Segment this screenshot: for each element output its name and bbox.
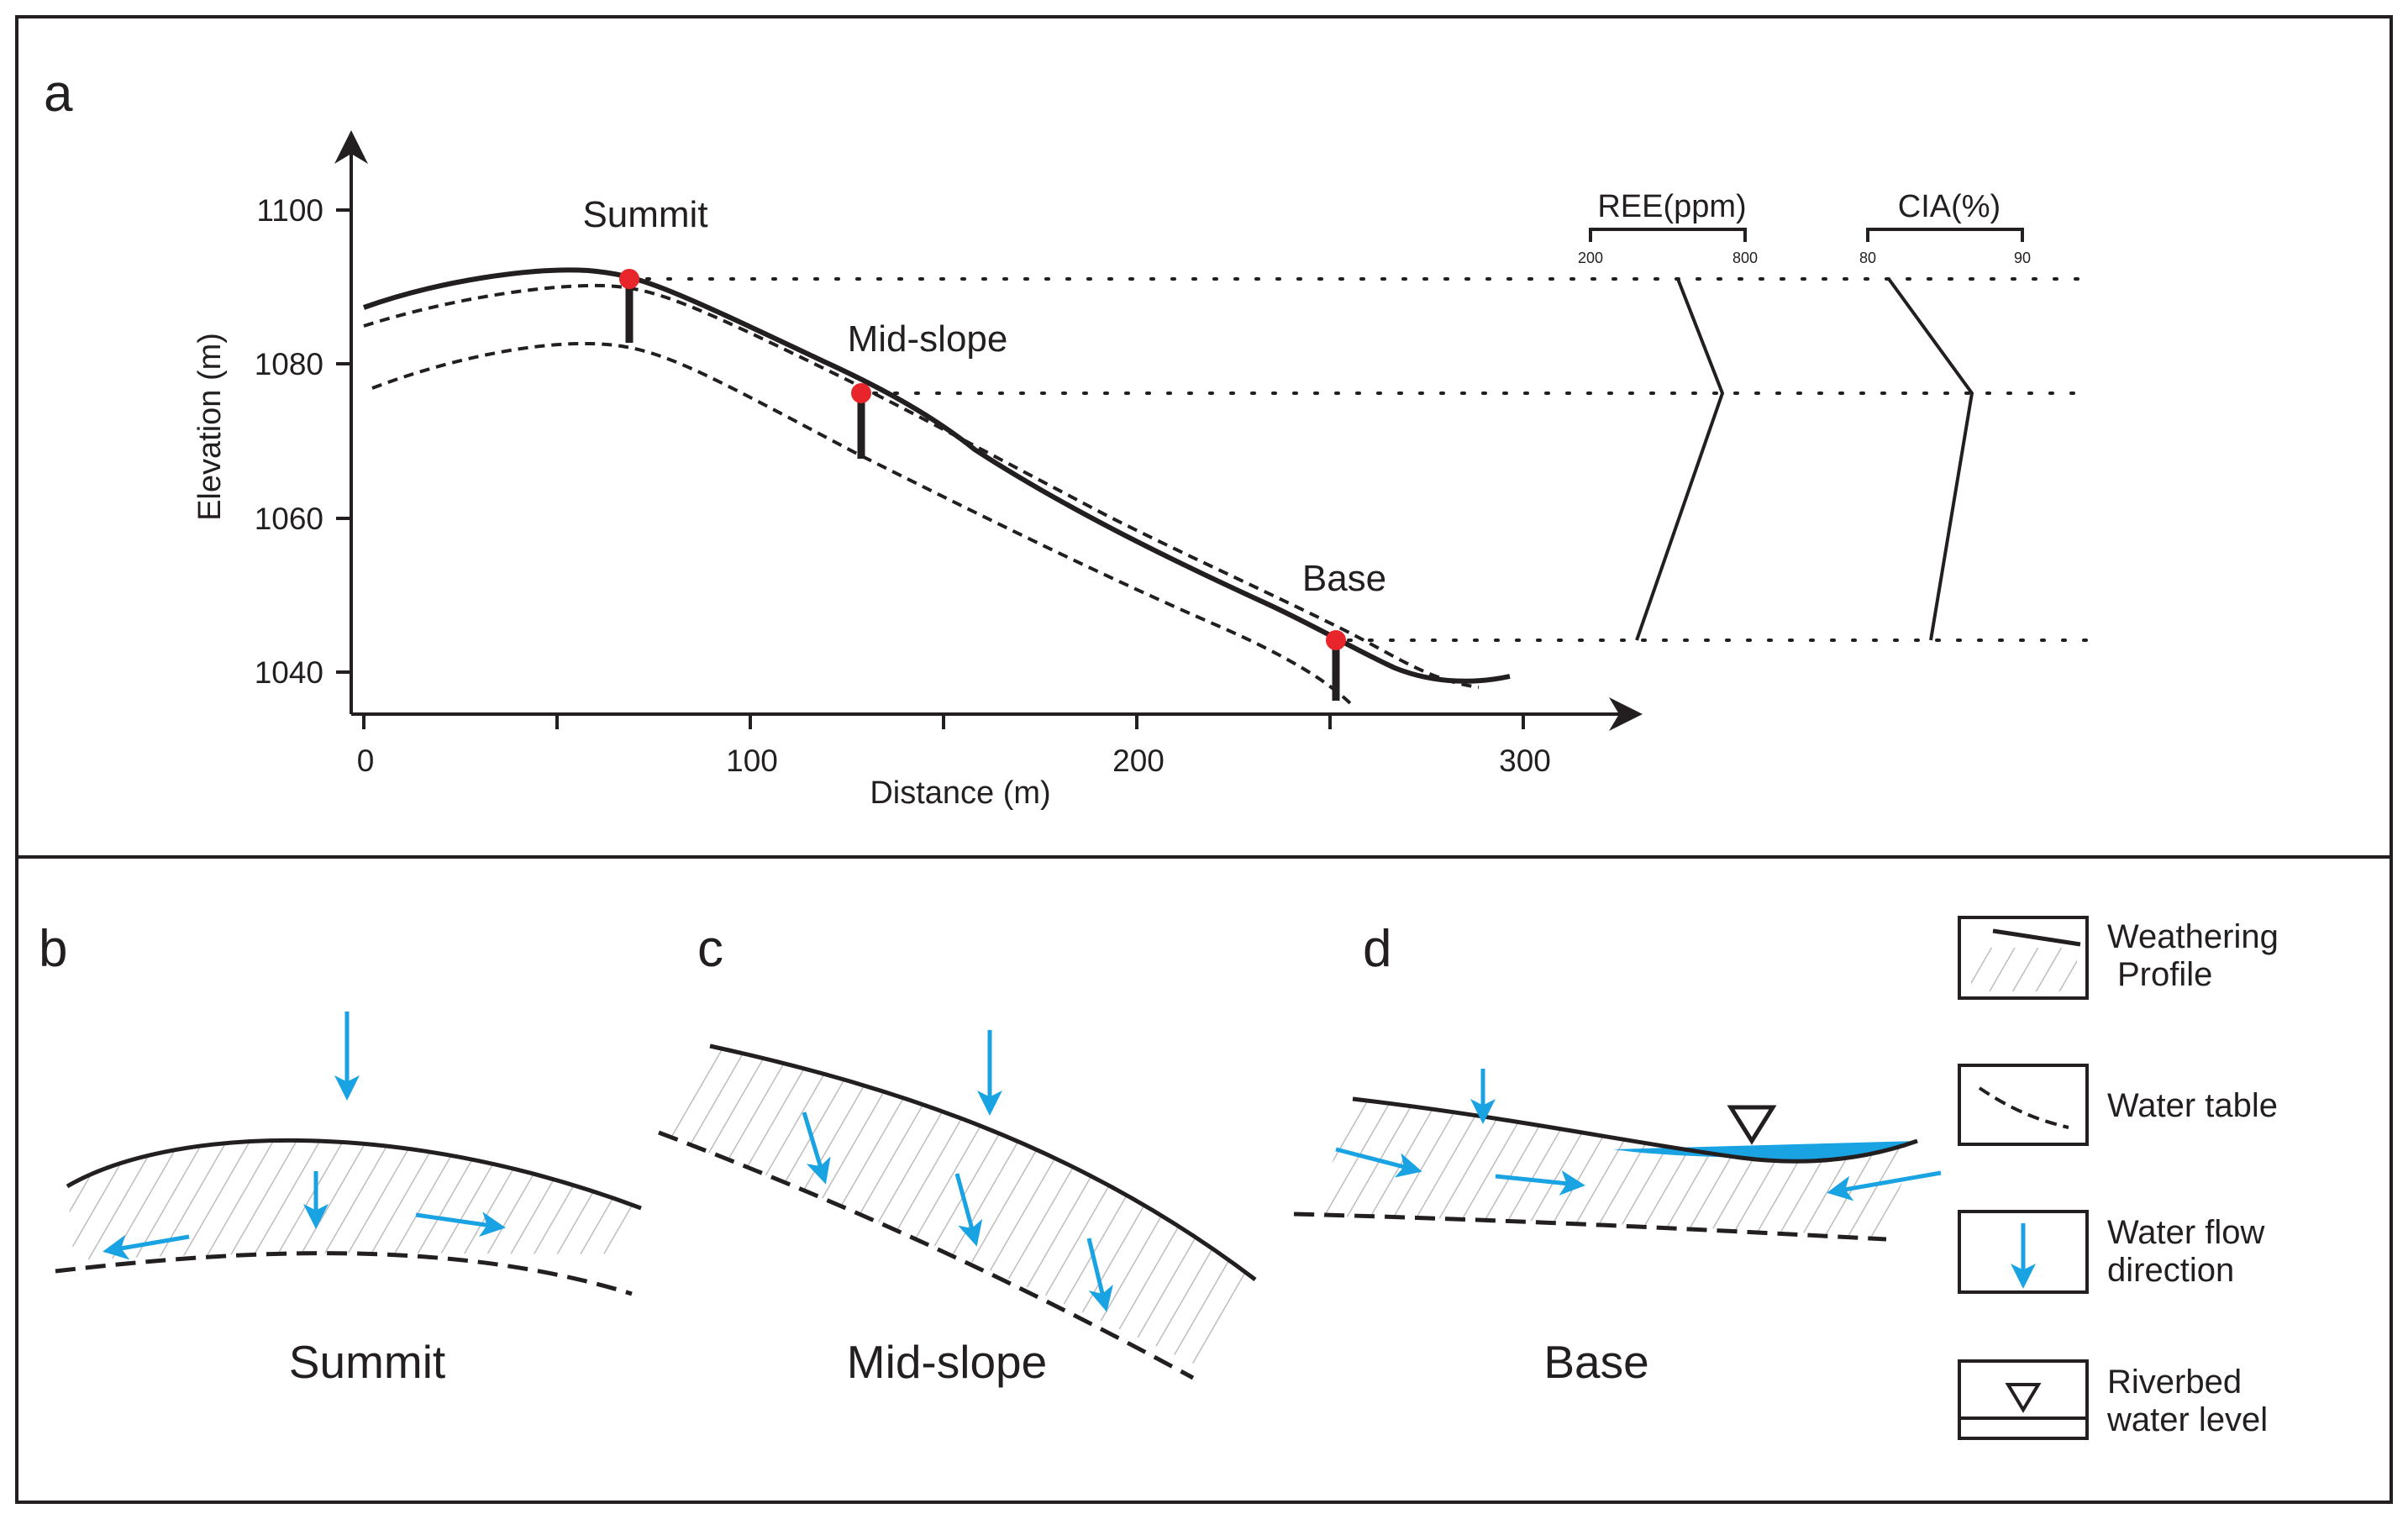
- mid-slope-water-table: [658, 1130, 1195, 1380]
- base-flow-arrow-right-2: [1495, 1170, 1585, 1196]
- summit-water-table: [55, 1251, 633, 1296]
- x-tick-label-300: 300: [1499, 744, 1551, 778]
- ree-profile-line: [1635, 278, 1725, 641]
- y-axis-title: Elevation (m): [192, 333, 228, 521]
- cia-profile-line: [1887, 277, 1974, 641]
- legend-water-table-line: [1978, 1086, 2069, 1129]
- legend-weathering-line: [1992, 928, 2081, 947]
- summit-site-label: Summit: [582, 194, 707, 235]
- base-site-label: Base: [1302, 558, 1386, 599]
- y-tick-label-1040: 1040: [255, 655, 323, 690]
- legend-riverbed-box: [1958, 1359, 2089, 1440]
- legend-water-table: Water table: [1958, 1064, 2278, 1146]
- mid-slope-flow-arrow-2: [954, 1173, 983, 1247]
- legend-riverbed-water-level: Riverbed water level: [1958, 1359, 2268, 1440]
- legend-water-flow: Water flow direction: [1958, 1210, 2265, 1294]
- base-flow-arrow-right-1: [1335, 1147, 1422, 1178]
- legend-water-flow-label-1: Water flow: [2107, 1214, 2265, 1251]
- mid-slope-flow-arrow-1: [802, 1112, 831, 1185]
- base-flow-arrow-left: [1827, 1170, 1942, 1201]
- x-ticks: [362, 714, 1525, 729]
- panel-label-c: c: [697, 920, 723, 978]
- panel-label-a: a: [44, 65, 73, 123]
- ree-profile-title: REE(ppm): [1597, 189, 1746, 224]
- panel-d: d Base: [1293, 920, 1942, 1388]
- panel-a: a 1100 1080 1060 1040 0 100 200 300: [44, 65, 2094, 811]
- ree-scale-min: 200: [1578, 250, 1603, 266]
- x-tick-label-100: 100: [726, 744, 778, 778]
- mid-slope-site-marker: [851, 383, 871, 403]
- panel-label-b: b: [39, 920, 67, 978]
- ree-scale-bracket: [1589, 228, 1747, 242]
- legend-riverbed-label-2: water level: [2106, 1401, 2268, 1438]
- x-tick-label-200: 200: [1112, 744, 1165, 778]
- summit-site-marker: [619, 269, 639, 289]
- reference-dotted-lines: [645, 277, 2094, 642]
- base-river-water: [1613, 1141, 1917, 1162]
- summit-flow-arrow-right: [415, 1212, 506, 1237]
- inverted-triangle-icon: [2005, 1383, 2042, 1413]
- base-weathering-zone: [1315, 1099, 1917, 1237]
- y-tick-label-1080: 1080: [255, 347, 323, 381]
- mid-slope-flow-arrow-3: [1086, 1238, 1113, 1312]
- panel-label-d: d: [1363, 920, 1391, 978]
- legend-weathering-label-2: Profile: [2117, 956, 2212, 993]
- mid-slope-caption: Mid-slope: [847, 1336, 1047, 1388]
- water-table-upper-dashed: [363, 283, 1480, 689]
- cia-scale-bracket: [1866, 228, 2024, 242]
- summit-caption: Summit: [289, 1336, 445, 1388]
- summit-flow-arrow-left: [103, 1234, 190, 1260]
- ree-profile: REE(ppm) 200 800: [1578, 189, 1758, 641]
- legend-weathering-label-1: Weathering: [2107, 918, 2279, 955]
- x-tick-label-0: 0: [357, 744, 375, 778]
- y-ticks: [336, 208, 351, 674]
- base-site-marker: [1326, 630, 1346, 650]
- figure-frame: [15, 15, 2393, 1504]
- mid-slope-ground-surface: [709, 1043, 1257, 1281]
- legend: Weathering Profile Water table Water flo…: [1958, 916, 2279, 1440]
- ree-scale-max: 800: [1732, 250, 1758, 266]
- cia-scale-min: 80: [1859, 250, 1876, 266]
- y-tick-label-1060: 1060: [255, 502, 323, 536]
- legend-water-flow-label-2: direction: [2107, 1252, 2234, 1289]
- panel-b: b Summit: [39, 920, 642, 1388]
- x-axis-title: Distance (m): [870, 775, 1050, 811]
- legend-water-table-box: [1958, 1064, 2089, 1146]
- legend-riverbed-label-1: Riverbed: [2107, 1364, 2242, 1401]
- cia-scale-max: 90: [2014, 250, 2031, 266]
- cia-profile: CIA(%) 80 90: [1859, 189, 2031, 641]
- mid-slope-weathering-zone: [660, 1046, 1252, 1371]
- legend-weathering-hatch: [1971, 948, 2077, 991]
- base-caption: Base: [1543, 1336, 1648, 1388]
- panel-c: c Mid-slope: [658, 920, 1257, 1388]
- legend-water-table-label: Water table: [2107, 1087, 2278, 1124]
- summit-ground-surface: [66, 1138, 642, 1211]
- mid-slope-site-label: Mid-slope: [848, 318, 1008, 360]
- legend-weathering-profile: Weathering Profile: [1958, 916, 2279, 1000]
- y-tick-label-1100: 1100: [256, 193, 323, 228]
- base-water-level-icon: [1727, 1105, 1777, 1145]
- cia-profile-title: CIA(%): [1898, 189, 2001, 224]
